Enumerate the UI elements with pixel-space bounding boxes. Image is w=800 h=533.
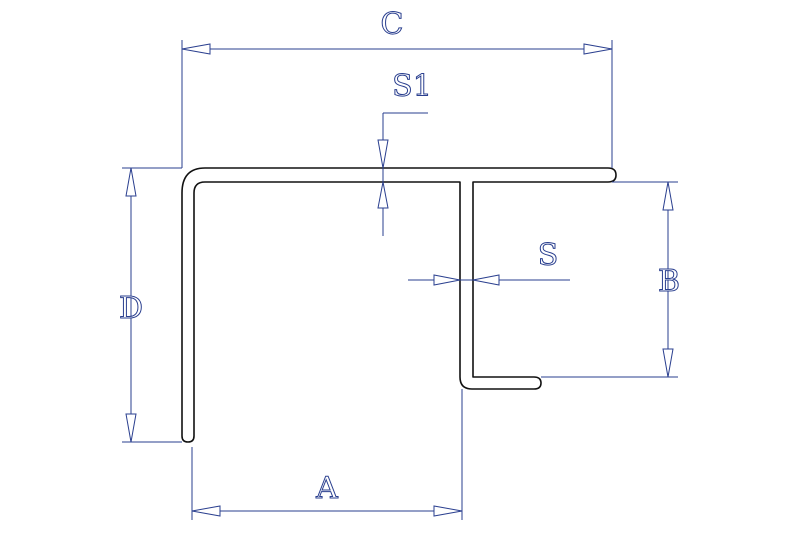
label-b: B: [658, 264, 680, 299]
dimension-d: D: [118, 167, 182, 443]
arrow-left: [472, 274, 500, 286]
dimension-a: A: [191, 389, 463, 520]
label-s1: S1: [392, 69, 432, 104]
arrow-down: [125, 413, 137, 443]
dimension-b: B: [541, 181, 681, 378]
arrow-up: [125, 167, 137, 197]
dimension-s: S: [408, 238, 570, 286]
dimension-s1: S1: [377, 69, 432, 236]
dimension-c: C: [181, 7, 613, 168]
label-s: S: [538, 238, 559, 273]
arrow-left: [191, 505, 221, 517]
label-c: C: [381, 7, 404, 42]
arrow-right: [583, 43, 613, 55]
arrow-down: [377, 139, 389, 169]
arrow-up: [377, 181, 389, 209]
arrow-up: [662, 181, 674, 211]
profile-outline: [181, 167, 617, 443]
arrow-right: [433, 274, 461, 286]
label-a: A: [315, 471, 338, 506]
profile-cross-section: [181, 167, 617, 443]
arrow-down: [662, 348, 674, 378]
label-d: D: [119, 291, 143, 326]
arrow-left: [181, 43, 211, 55]
arrow-right: [433, 505, 463, 517]
